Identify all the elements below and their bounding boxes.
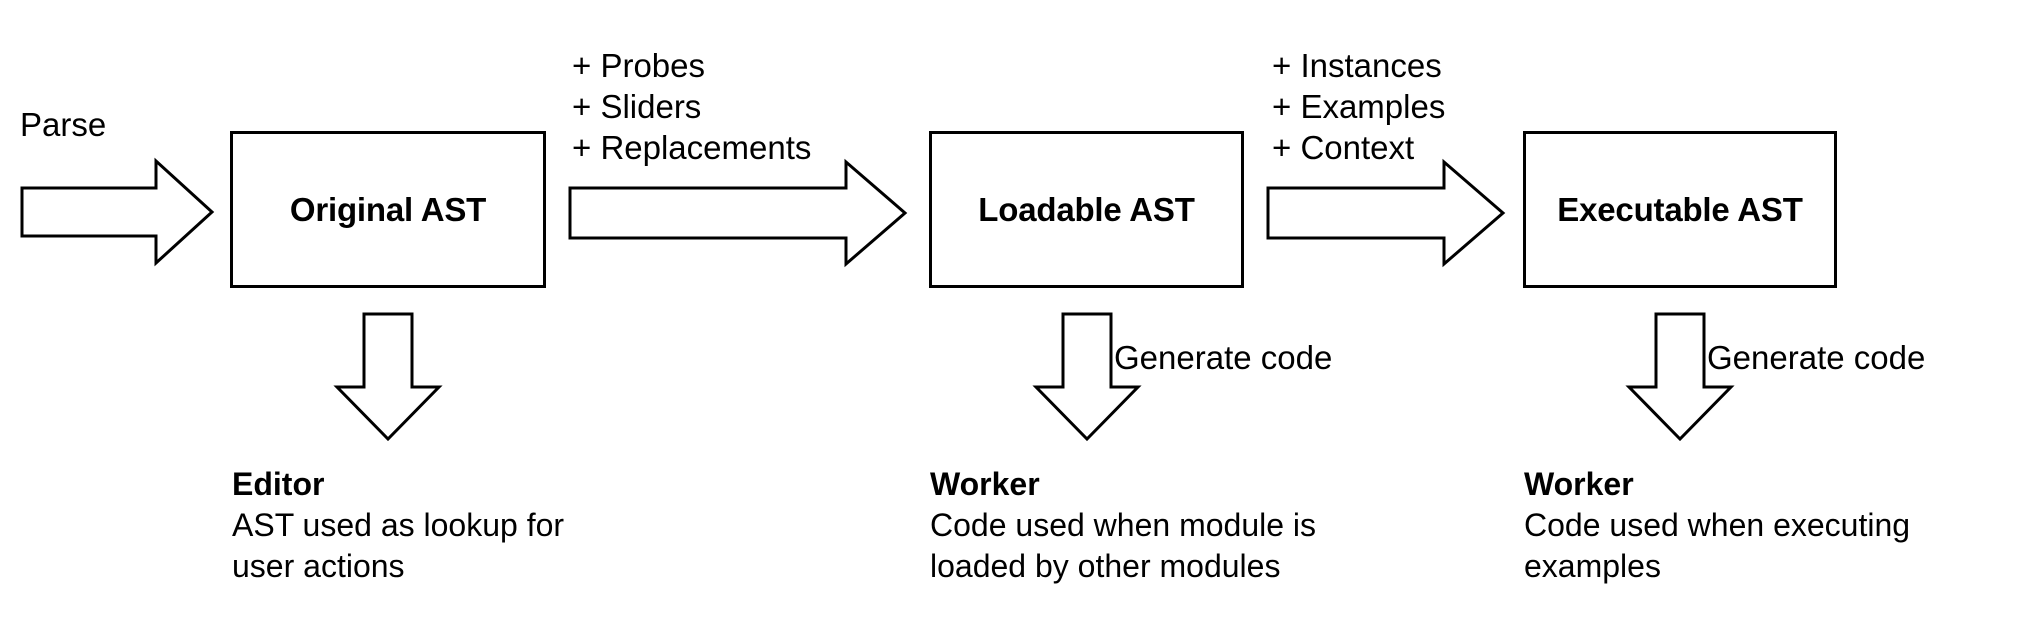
worker-executable-caption: Worker Code used when executing examples xyxy=(1524,464,1910,587)
caption-line: AST used as lookup for xyxy=(232,507,565,543)
loadable-down-arrow-label: Generate code xyxy=(1114,339,1333,376)
caption-line: loaded by other modules xyxy=(930,548,1281,584)
stage-box-executable-ast[interactable]: Executable AST xyxy=(1523,131,1837,288)
caption-title: Worker xyxy=(1524,466,1634,502)
original-to-loadable-annotations: + Probes + Sliders + Replacements xyxy=(572,45,811,168)
loadable-down-arrow-icon xyxy=(1032,312,1142,442)
caption-line: examples xyxy=(1524,548,1661,584)
annotation-line: + Probes xyxy=(572,47,705,84)
executable-down-arrow-label: Generate code xyxy=(1707,339,1926,376)
original-down-arrow-icon xyxy=(333,312,443,442)
worker-loadable-caption: Worker Code used when module is loaded b… xyxy=(930,464,1316,587)
annotation-line: + Sliders xyxy=(572,88,702,125)
annotation-line: + Replacements xyxy=(572,129,812,166)
loadable-to-executable-annotations: + Instances + Examples + Context xyxy=(1272,45,1445,168)
annotation-line: + Instances xyxy=(1272,47,1442,84)
caption-line: Code used when executing xyxy=(1524,507,1911,543)
parse-arrow-label: Parse xyxy=(20,106,107,143)
executable-down-arrow-icon xyxy=(1625,312,1735,442)
caption-title: Worker xyxy=(930,466,1040,502)
parse-arrow-icon xyxy=(20,157,215,267)
stage-label-loadable-ast: Loadable AST xyxy=(978,190,1195,228)
editor-caption: Editor AST used as lookup for user actio… xyxy=(232,464,564,587)
original-to-loadable-arrow-icon xyxy=(568,158,908,268)
stage-box-loadable-ast[interactable]: Loadable AST xyxy=(929,131,1244,288)
caption-title: Editor xyxy=(232,466,325,502)
loadable-to-executable-arrow-icon xyxy=(1266,158,1506,268)
stage-box-original-ast[interactable]: Original AST xyxy=(230,131,546,288)
annotation-line: + Examples xyxy=(1272,88,1446,125)
caption-line: Code used when module is xyxy=(930,507,1317,543)
stage-label-original-ast: Original AST xyxy=(289,190,487,228)
annotation-line: + Context xyxy=(1272,129,1415,166)
caption-line: user actions xyxy=(232,548,405,584)
stage-label-executable-ast: Executable AST xyxy=(1557,190,1803,228)
